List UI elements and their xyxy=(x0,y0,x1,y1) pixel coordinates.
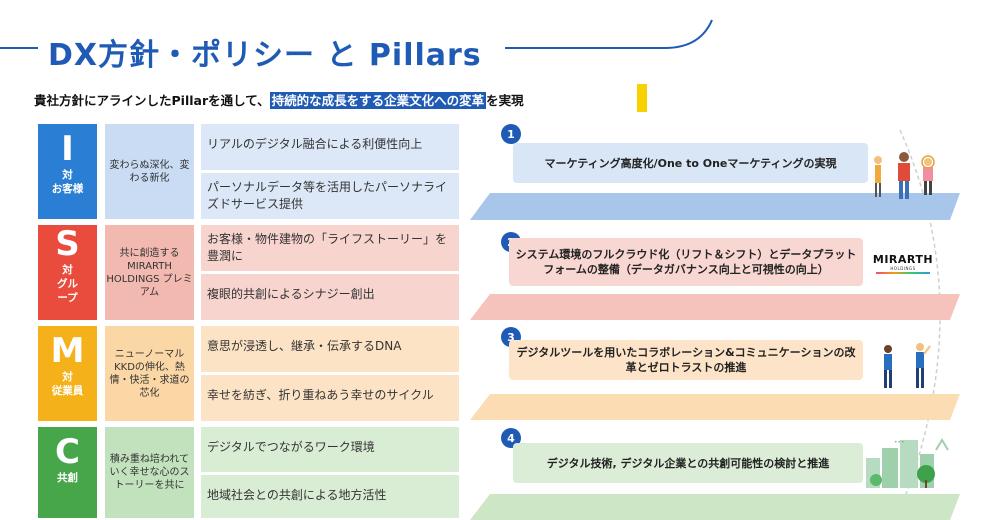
pillar-sub: 対 xyxy=(62,264,73,276)
pillar-i-desc: 変わらぬ深化、変わる新化 xyxy=(105,124,194,219)
pillar-desc-text: 変わらぬ深化、変わる新化 xyxy=(109,159,190,184)
pillar-sub: お客様 xyxy=(51,183,84,195)
platforms-graphic xyxy=(470,129,960,520)
item-text: リアルのデジタル融合による利便性向上 xyxy=(207,137,423,151)
pillar-desc-text: 共に創造する MIRARTH HOLDINGS プレミアム xyxy=(106,247,193,298)
pillar-letter: I xyxy=(61,129,74,169)
highlight-bar xyxy=(637,84,647,112)
logo-sub: HOLDINGS xyxy=(890,266,916,271)
item-text: お客様・物件建物の「ライフストーリー」を豊潤に xyxy=(207,232,448,263)
logo-icon: MIRARTH HOLDINGS xyxy=(868,254,938,274)
pillar-letter: M xyxy=(50,331,85,371)
item-text: 地域社会との共創による地方活性 xyxy=(207,488,387,502)
pillar-sub: ープ xyxy=(57,292,78,304)
pillar-i-letter-box: I 対 お客様 xyxy=(38,124,97,219)
pillar-i-item-2: パーソナルデータ等を活用したパーソナライズドサービス提供 xyxy=(201,173,459,219)
initiative-number: 1 xyxy=(501,124,521,144)
initiative-card: デジタルツールを用いたコラボレーション&コミュニケーションの改革とゼロトラストの… xyxy=(509,340,863,380)
pillar-m-item-1: 意思が浸透し、継承・伝承するDNA xyxy=(201,326,459,372)
pillar-s-desc: 共に創造する MIRARTH HOLDINGS プレミアム xyxy=(105,225,194,320)
pillar-c-item-1: デジタルでつながるワーク環境 xyxy=(201,427,459,472)
initiative-text: マーケティング高度化/One to Oneマーケティングの実現 xyxy=(544,156,837,170)
pillar-letter: S xyxy=(55,224,80,264)
pillar-s-item-2: 複眼的共創によるシナジー創出 xyxy=(201,274,459,320)
item-text: 意思が浸透し、継承・伝承するDNA xyxy=(207,339,402,353)
page-title: DX方針・ポリシー と Pillars xyxy=(48,38,482,73)
svg-text:•••: ••• xyxy=(894,439,905,446)
pillar-s-letter-box: S 対 グル ープ xyxy=(38,225,97,320)
pillar-c-desc: 積み重ね培われていく幸せな心のストーリーを共に xyxy=(105,427,194,518)
pillar-i-item-1: リアルのデジタル融合による利便性向上 xyxy=(201,124,459,170)
workers-icon xyxy=(884,343,931,388)
subtitle-highlight: 持続的な成長をする企業文化への変革 xyxy=(269,92,487,109)
item-text: パーソナルデータ等を活用したパーソナライズドサービス提供 xyxy=(207,180,448,211)
pillar-c-item-2: 地域社会との共創による地方活性 xyxy=(201,475,459,518)
page-subtitle: 貴社方針にアラインしたPillarを通して、持続的な成長をする企業文化への変革を… xyxy=(34,90,524,109)
pillar-sub: 対 xyxy=(62,169,73,181)
pillar-s-item-1: お客様・物件建物の「ライフストーリー」を豊潤に xyxy=(201,225,459,271)
item-text: 複眼的共創によるシナジー創出 xyxy=(207,287,375,301)
people-icon xyxy=(874,152,935,199)
logo-main: MIRARTH xyxy=(872,253,934,266)
pillar-letter: C xyxy=(55,432,80,472)
subtitle-prefix: 貴社方針にアラインしたPillarを通して、 xyxy=(34,93,270,108)
header-decoration xyxy=(0,19,713,49)
item-text: デジタルでつながるワーク環境 xyxy=(207,440,375,454)
initiative-card: マーケティング高度化/One to Oneマーケティングの実現 xyxy=(513,143,868,183)
item-text: 幸せを紡ぎ、折り重ねあう幸せのサイクル xyxy=(207,388,434,402)
initiative-text: デジタルツールを用いたコラボレーション&コミュニケーションの改革とゼロトラストの… xyxy=(516,346,856,374)
subtitle-suffix: を実現 xyxy=(486,93,524,108)
initiative-text: システム環境のフルクラウド化（リフト＆シフト）とデータプラットフォームの整備（デ… xyxy=(515,248,857,276)
pillar-m-desc: ニューノーマル KKDの伸化、熱情・快活・求道の芯化 xyxy=(105,326,194,421)
pillar-desc-text: 積み重ね培われていく幸せな心のストーリーを共に xyxy=(109,454,190,491)
pillar-c-letter-box: C 共創 xyxy=(38,427,97,518)
pillar-m-item-2: 幸せを紡ぎ、折り重ねあう幸せのサイクル xyxy=(201,375,459,421)
initiative-card: システム環境のフルクラウド化（リフト＆シフト）とデータプラットフォームの整備（デ… xyxy=(509,238,863,286)
pillar-sub: 対 xyxy=(62,371,73,383)
pillar-sub: 共創 xyxy=(57,472,78,484)
pillar-m-letter-box: M 対 従業員 xyxy=(38,326,97,421)
pillar-desc-text: ニューノーマル KKDの伸化、熱情・快活・求道の芯化 xyxy=(109,348,190,399)
pillar-sub: 従業員 xyxy=(51,385,84,397)
initiative-text: デジタル技術, デジタル企業との共創可能性の検討と推進 xyxy=(546,456,830,470)
pillar-sub: グル xyxy=(57,278,78,290)
initiative-card: デジタル技術, デジタル企業との共創可能性の検討と推進 xyxy=(513,443,863,483)
city-icon: ••• xyxy=(866,438,949,488)
